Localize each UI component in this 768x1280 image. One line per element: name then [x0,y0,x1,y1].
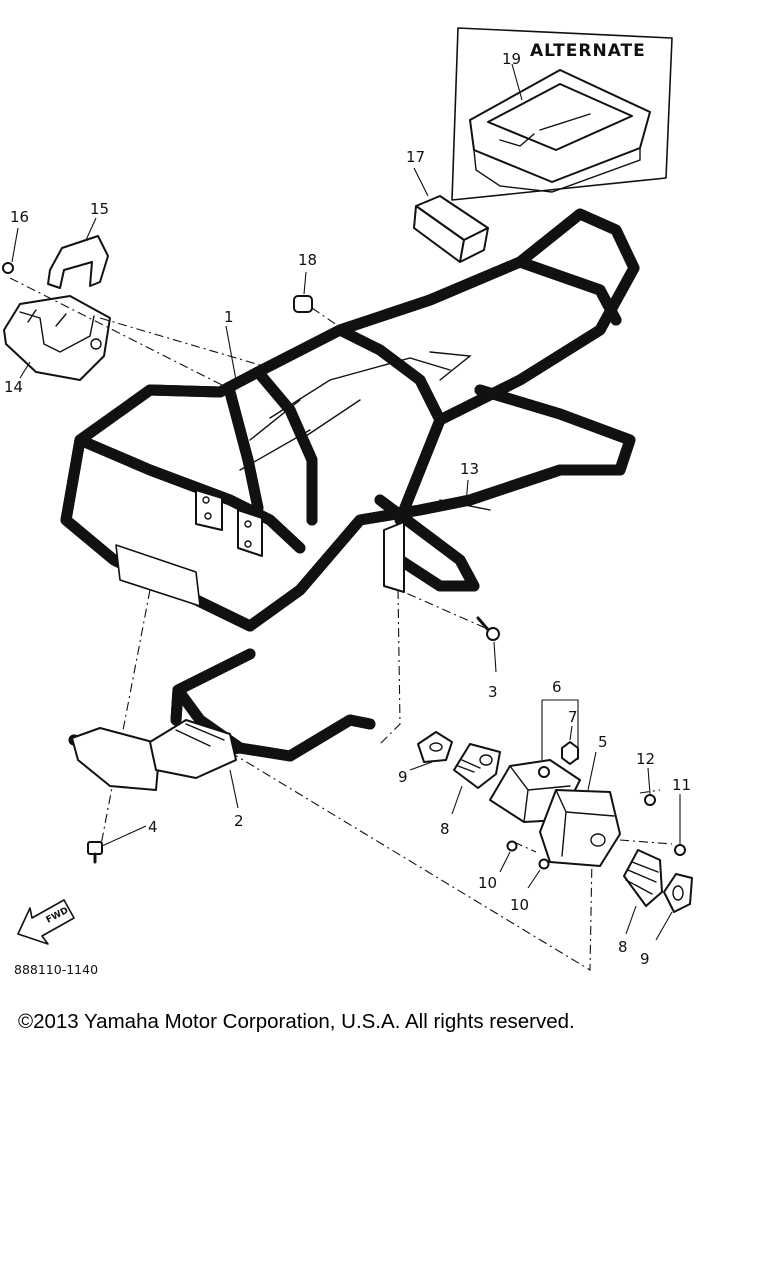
label-17: 17 [406,148,425,166]
part-8-boot-right [623,849,663,935]
label-19: 19 [502,50,521,68]
label-9b: 9 [640,950,650,968]
alternate-label: ALTERNATE [530,41,646,61]
parts-exploded-diagram: ALTERNATE 19 17 18 15 16 [2,27,693,977]
part-10-bolt-lower [527,858,550,889]
part-3-bolt [476,616,500,673]
assembly-lines [9,277,673,971]
part-7-nut [561,725,579,765]
part-2-subframe [68,648,376,809]
part-15-strap [47,217,109,289]
part-17-block [413,167,489,263]
part-12-bolt [644,767,656,806]
part-16-bolt [2,227,19,274]
copyright-notice: ©2013 Yamaha Motor Corporation, U.S.A. A… [18,1010,575,1033]
part-8-boot-left [451,743,501,815]
part-9-washer-left [409,731,453,771]
alternate-inset: ALTERNATE 19 [451,27,673,201]
label-18: 18 [298,251,317,269]
label-14: 14 [4,378,23,396]
label-2: 2 [234,812,244,830]
label-3: 3 [488,683,498,701]
diagram-code: 888110-1140 [14,962,98,977]
part-1-main-frame [60,208,640,632]
part-19-seat-tray [469,63,651,193]
part-18-bushing [293,271,313,313]
label-6: 6 [552,678,562,696]
label-16: 16 [10,208,29,226]
part-14-bracket [3,295,111,381]
part-5-mount-bracket [539,751,621,867]
fwd-arrow-icon: FWD [17,899,75,945]
label-15: 15 [90,200,109,218]
label-8a: 8 [440,820,450,838]
label-7: 7 [568,708,578,726]
label-5: 5 [598,733,608,751]
part-4-bolt [87,825,147,864]
label-10a: 10 [478,874,497,892]
label-8b: 8 [618,938,628,956]
label-10b: 10 [510,896,529,914]
label-13: 13 [460,460,479,478]
part-10-bolt-upper [499,840,518,873]
label-11: 11 [672,776,691,794]
part-9-washer-right [655,873,693,941]
part-11-bolt [674,794,686,856]
label-4: 4 [148,818,158,836]
label-12: 12 [636,750,655,768]
label-1: 1 [224,308,234,326]
label-9a: 9 [398,768,408,786]
